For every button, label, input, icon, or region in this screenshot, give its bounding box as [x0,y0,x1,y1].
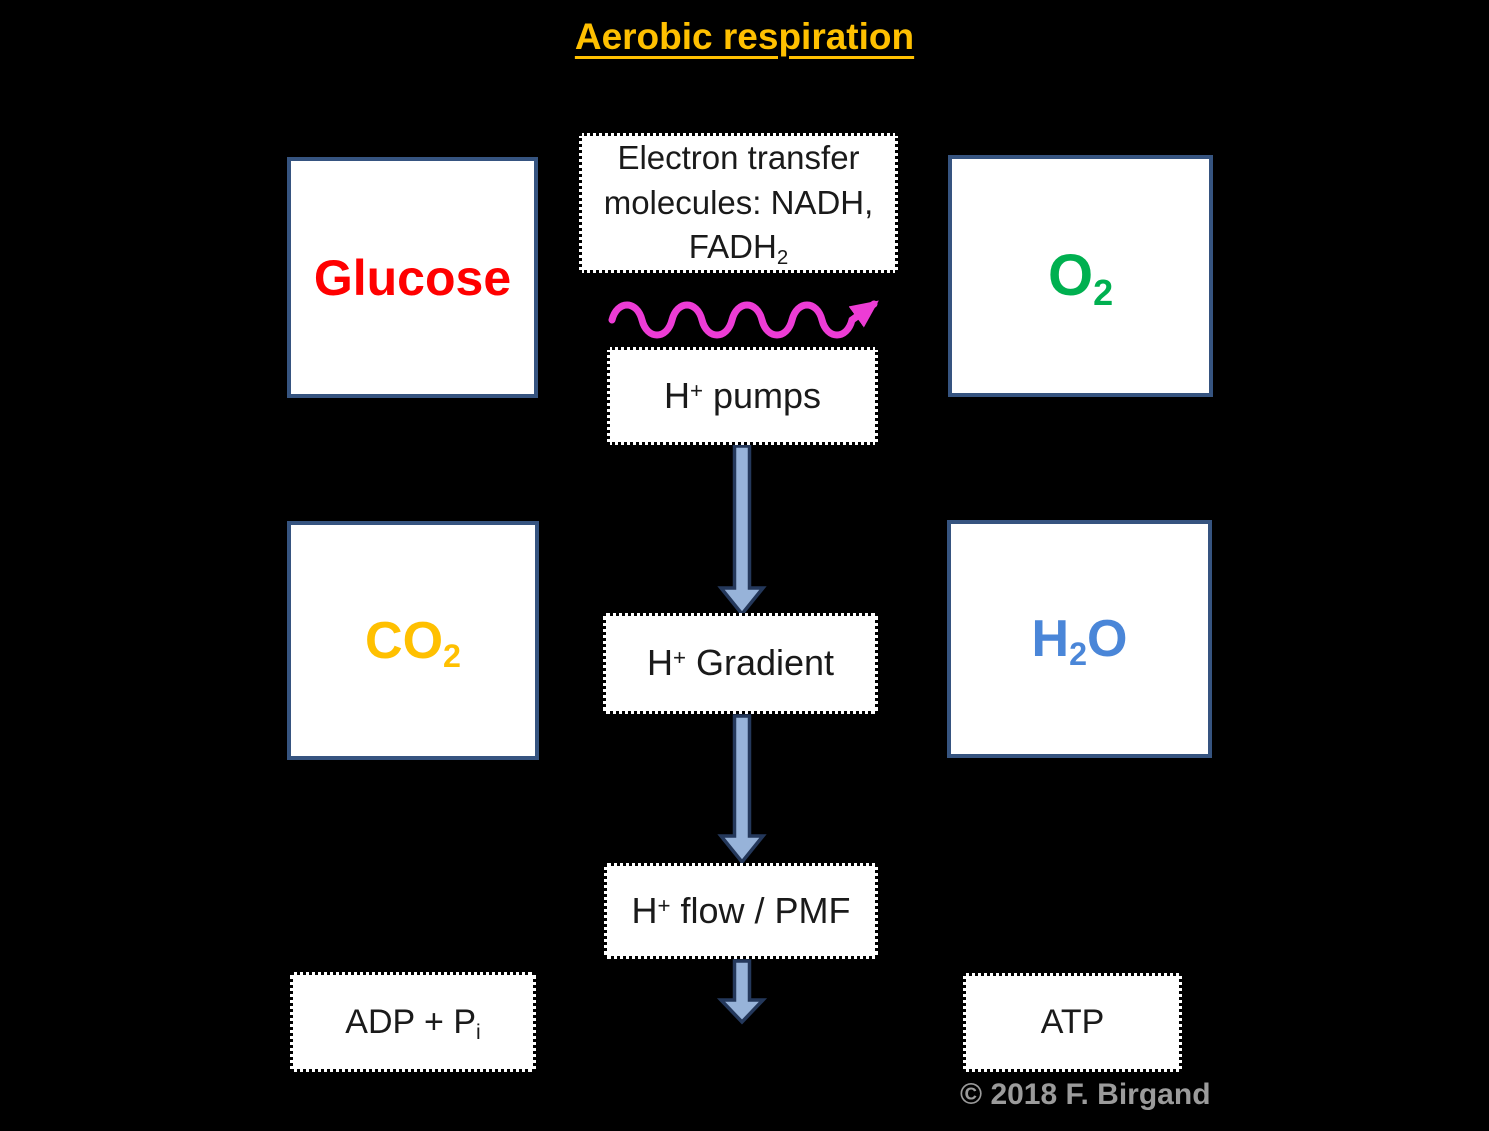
adp-pi-box: ADP + Pi [290,972,536,1072]
atp-box: ATP [963,973,1182,1072]
down-arrow-flow-to-atp-icon [716,959,768,1025]
electron-transfer-label: Electron transfer molecules: NADH, FADH2 [603,139,874,269]
h-gradient-label: H+ Gradient [646,642,835,684]
atp-label: ATP [1040,1003,1105,1042]
carbon-dioxide-label: CO2 [365,611,461,674]
slide-title: Aerobic respiration [574,16,915,57]
down-arrow-gradient-to-flow-icon [717,714,767,865]
h-pumps-box: H+ pumps [607,347,878,445]
h-gradient-box: H+ Gradient [603,613,878,714]
h-pumps-label: H+ pumps [663,374,822,416]
glucose-box: Glucose [287,157,538,398]
h-flow-pmf-label: H+ flow / PMF [631,889,851,931]
oxygen-label: O2 [1047,243,1114,314]
electron-transfer-box: Electron transfer molecules: NADH, FADH2 [579,133,898,273]
adp-pi-label: ADP + Pi [345,1002,481,1044]
glucose-label: Glucose [313,249,512,306]
water-box: H2O [947,520,1212,758]
water-label: H2O [1031,610,1128,673]
h-flow-pmf-box: H+ flow / PMF [604,863,878,959]
oxygen-box: O2 [948,155,1213,397]
copyright-text: © 2018 F. Birgand [960,1078,1211,1111]
carbon-dioxide-box: CO2 [287,521,539,760]
electron-wavy-arrow-icon [608,300,879,339]
down-arrow-pumps-to-gradient-icon [717,444,767,617]
